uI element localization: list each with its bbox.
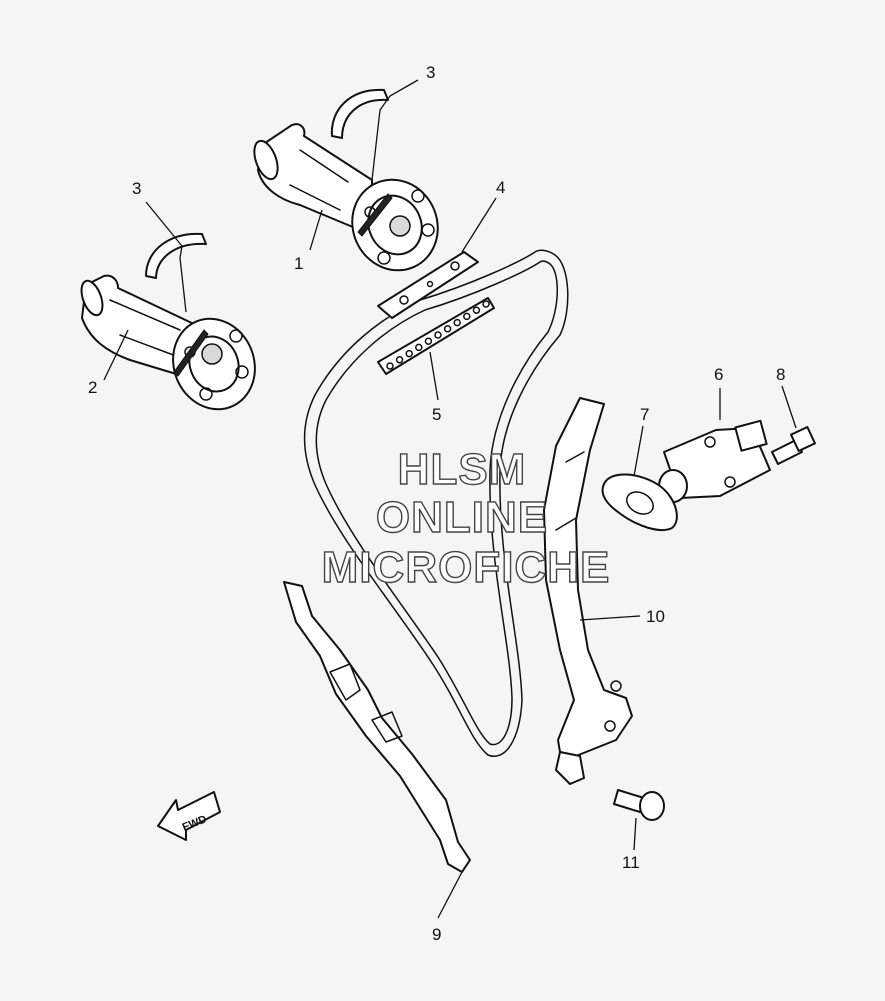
- watermark-line-1: HLSM: [398, 445, 527, 494]
- chain-guide-tensioner-side: [543, 397, 633, 785]
- callout-10: 10: [646, 607, 665, 626]
- circlip-lower: [145, 232, 207, 279]
- callout-8: 8: [776, 365, 785, 384]
- callout-4: 4: [496, 178, 505, 197]
- bolt-tensioner: [771, 426, 816, 465]
- chain-link-roller: [443, 325, 452, 333]
- tensioner-gasket: [601, 473, 678, 531]
- chain-link-roller: [405, 349, 413, 358]
- callout-labels: 1 2 3 3 4 5 6 7 8 9 10 11: [88, 63, 785, 944]
- chain-link-roller: [472, 306, 481, 314]
- chain-link-roller: [395, 356, 404, 364]
- callout-6: 6: [714, 365, 723, 384]
- callout-3-upper: 3: [426, 63, 435, 82]
- callout-9: 9: [432, 925, 441, 944]
- callout-1: 1: [294, 254, 303, 273]
- chain-guide-top: [377, 251, 479, 319]
- watermark: HLSM ONLINE MICROFICHE: [321, 444, 611, 592]
- circlip-upper: [330, 88, 389, 139]
- chain-links: [377, 297, 495, 375]
- chain-link-roller: [463, 312, 471, 321]
- chain-link-roller: [482, 300, 490, 308]
- callout-2: 2: [88, 378, 97, 397]
- callout-11: 11: [622, 853, 640, 872]
- callout-7: 7: [640, 405, 649, 424]
- chain-link-roller: [386, 362, 394, 370]
- chain-link-roller: [434, 331, 442, 339]
- leader-lines: [103, 79, 797, 919]
- chain-link-roller: [424, 337, 433, 345]
- watermark-line-3: MICROFICHE: [322, 543, 611, 592]
- chain-link-roller: [453, 318, 461, 327]
- timing-chain: [303, 249, 569, 757]
- chain-guide-left: [283, 581, 471, 873]
- bolt-guide: [613, 789, 665, 821]
- forward-direction-arrow: FWD: [157, 791, 221, 841]
- chain-tensioner: [658, 419, 771, 503]
- camshaft-exhaust: [253, 123, 439, 272]
- chain-link-roller: [415, 343, 423, 352]
- camshaft-intake: [80, 274, 256, 411]
- callout-3-lower: 3: [132, 179, 141, 198]
- watermark-line-2: ONLINE: [376, 493, 548, 542]
- callout-5: 5: [432, 405, 441, 424]
